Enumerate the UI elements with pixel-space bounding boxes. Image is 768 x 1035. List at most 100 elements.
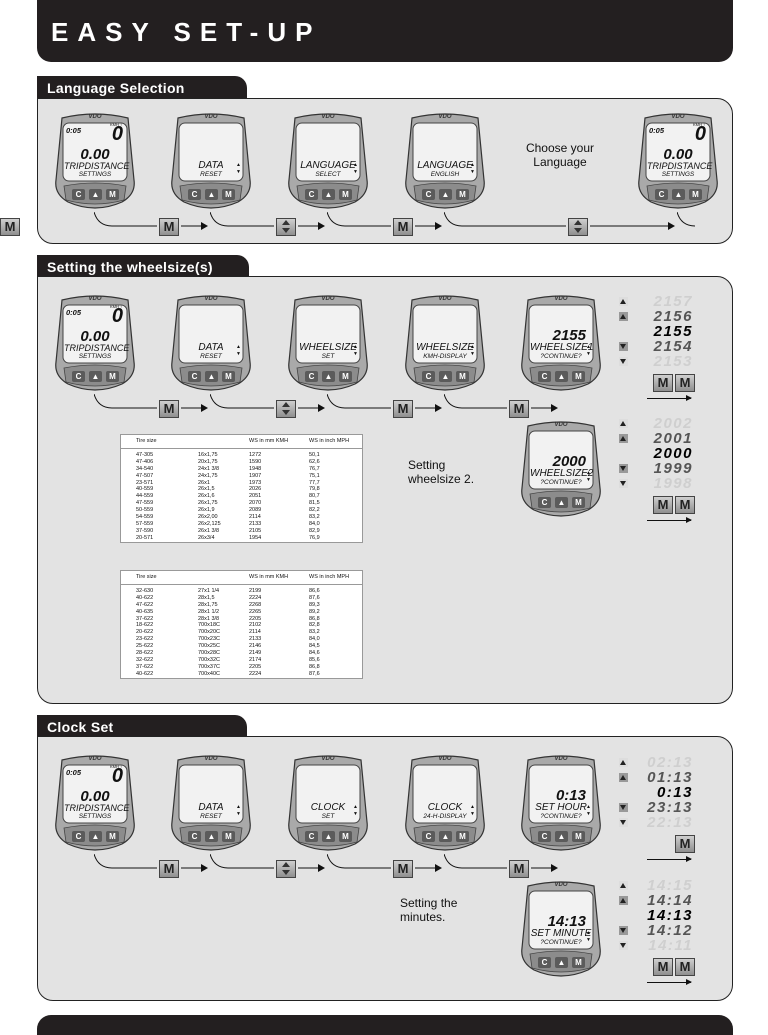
device-up-button[interactable]: ▲ <box>205 371 218 382</box>
device-m-button[interactable]: M <box>572 831 585 842</box>
sequence-value: 14:13 <box>617 908 697 923</box>
device-up-button[interactable]: ▲ <box>322 189 335 200</box>
table-cell: 26x1,9 <box>198 507 215 514</box>
mode-button[interactable]: M <box>393 860 413 878</box>
device-m-button[interactable]: M <box>572 957 585 968</box>
device-up-button[interactable]: ▲ <box>205 189 218 200</box>
distance-value: 0.00 <box>80 328 110 345</box>
mode-button[interactable]: M <box>653 958 673 976</box>
scroll-down-icon: ▼ <box>236 169 241 175</box>
mode-button[interactable]: M <box>675 374 695 392</box>
device-c-button[interactable]: C <box>655 189 668 200</box>
mode-button[interactable]: M <box>509 400 529 418</box>
device-m-button[interactable]: M <box>456 371 469 382</box>
device-up-button[interactable]: ▲ <box>89 371 102 382</box>
device-m-button[interactable]: M <box>572 371 585 382</box>
mode-button[interactable]: M <box>0 218 20 236</box>
brand-logo: VDO <box>321 296 335 302</box>
brand-logo: VDO <box>88 756 102 762</box>
plus-minus-button[interactable] <box>276 400 296 418</box>
device-m-button[interactable]: M <box>339 371 352 382</box>
device-c-button[interactable]: C <box>305 189 318 200</box>
plus-minus-button[interactable] <box>568 218 588 236</box>
sequence-value: 14:11 <box>617 938 697 953</box>
device-up-button[interactable]: ▲ <box>555 831 568 842</box>
device-m-button[interactable]: M <box>222 189 235 200</box>
plus-minus-button[interactable] <box>276 860 296 878</box>
device-up-button[interactable]: ▲ <box>439 831 452 842</box>
device-c-button[interactable]: C <box>188 189 201 200</box>
mode-button[interactable]: M <box>675 496 695 514</box>
mode-button[interactable]: M <box>393 218 413 236</box>
mode-button[interactable]: M <box>159 400 179 418</box>
device-m-button[interactable]: M <box>222 831 235 842</box>
device-c-button[interactable]: C <box>305 371 318 382</box>
device-c-button[interactable]: C <box>422 831 435 842</box>
mode-button[interactable]: M <box>509 860 529 878</box>
device-up-button[interactable]: ▲ <box>439 371 452 382</box>
device-up-button[interactable]: ▲ <box>205 831 218 842</box>
right-arrow-icon <box>647 856 692 862</box>
section-heading-wheelsize: Setting the wheelsize(s) <box>37 255 249 279</box>
device-c-button[interactable]: C <box>188 371 201 382</box>
device-m-button[interactable]: M <box>222 371 235 382</box>
mode-button[interactable]: M <box>675 835 695 853</box>
device-up-button[interactable]: ▲ <box>89 831 102 842</box>
table-cell: 23-622 <box>136 636 154 643</box>
device-up-button[interactable]: ▲ <box>672 189 685 200</box>
device-m-button[interactable]: M <box>339 831 352 842</box>
device-up-button[interactable]: ▲ <box>555 497 568 508</box>
brand-logo: VDO <box>438 296 452 302</box>
device-c-button[interactable]: C <box>422 189 435 200</box>
device-up-button[interactable]: ▲ <box>322 831 335 842</box>
device-c-button[interactable]: C <box>538 371 551 382</box>
device-up-button[interactable]: ▲ <box>555 371 568 382</box>
device-c-button[interactable]: C <box>72 371 85 382</box>
device-c-button[interactable]: C <box>422 371 435 382</box>
mode-button[interactable]: M <box>159 218 179 236</box>
table-cell: 700x28C <box>198 650 221 657</box>
device-m-button[interactable]: M <box>339 189 352 200</box>
device-up-button[interactable]: ▲ <box>89 189 102 200</box>
device-c-button[interactable]: C <box>72 189 85 200</box>
device-m-button[interactable]: M <box>572 497 585 508</box>
device-c-button[interactable]: C <box>538 831 551 842</box>
device-c-button[interactable]: C <box>538 957 551 968</box>
device-m-button[interactable]: M <box>106 371 119 382</box>
device-m-button[interactable]: M <box>106 831 119 842</box>
device-m-button[interactable]: M <box>456 831 469 842</box>
sequence-value-text: 2000 <box>653 445 693 462</box>
mode-button[interactable]: M <box>159 860 179 878</box>
device-up-button[interactable]: ▲ <box>555 957 568 968</box>
device-c-button[interactable]: C <box>538 497 551 508</box>
flow-arrow-icon <box>444 212 675 230</box>
flow-arrow-icon <box>327 212 442 230</box>
sequence-value: 2155 <box>617 324 697 339</box>
device-c-button[interactable]: C <box>188 831 201 842</box>
device-up-button[interactable]: ▲ <box>322 371 335 382</box>
up-arrow-icon <box>619 881 628 890</box>
table-cell: 76,7 <box>309 465 320 472</box>
mode-button[interactable]: M <box>675 958 695 976</box>
sequence-value: 2002 <box>617 416 697 431</box>
device-m-button[interactable]: M <box>456 189 469 200</box>
device-m-button[interactable]: M <box>106 189 119 200</box>
table-cell: 2026 <box>249 486 262 493</box>
scroll-down-icon: ▼ <box>353 169 358 175</box>
plus-minus-button[interactable] <box>276 218 296 236</box>
down-arrow-icon <box>619 803 628 812</box>
device-c-button[interactable]: C <box>72 831 85 842</box>
device-m-button[interactable]: M <box>689 189 702 200</box>
mode-button[interactable]: M <box>393 400 413 418</box>
right-arrow-icon <box>647 517 692 523</box>
mode-button[interactable]: M <box>653 496 673 514</box>
device-c-button[interactable]: C <box>305 831 318 842</box>
mode-button[interactable]: M <box>653 374 673 392</box>
device-up-button[interactable]: ▲ <box>439 189 452 200</box>
kmh-label: KMH ↑ <box>110 122 122 127</box>
